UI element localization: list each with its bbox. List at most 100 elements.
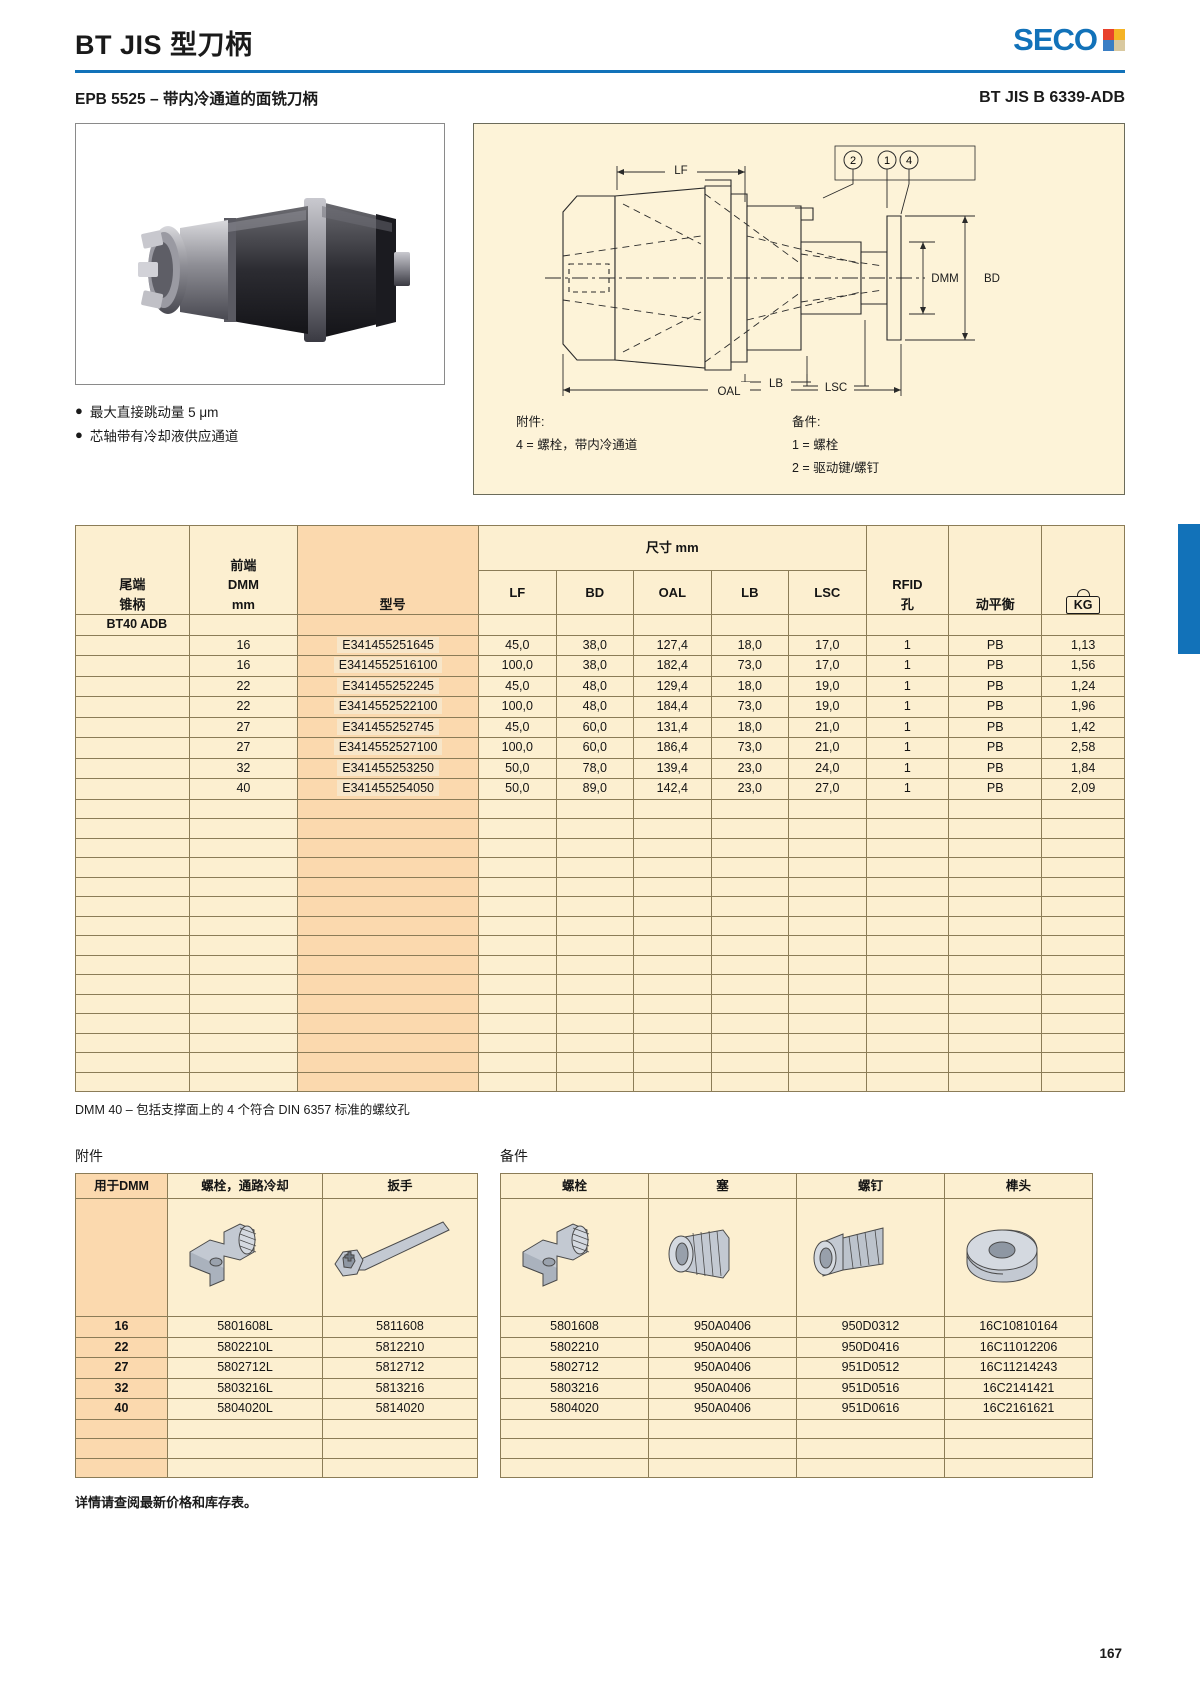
spare-parts-table: 螺栓 塞 螺钉 榫头 bbox=[500, 1173, 1093, 1478]
cell-lf: 45,0 bbox=[478, 675, 557, 697]
cell-empty bbox=[297, 1032, 480, 1053]
kg-label: KG bbox=[1065, 596, 1101, 614]
cell-dmm: 40 bbox=[75, 1398, 168, 1420]
cell-bolt: 5804020L bbox=[167, 1398, 323, 1420]
cell-empty bbox=[75, 993, 190, 1014]
cell-empty bbox=[188, 837, 299, 858]
cell-rfid: 1 bbox=[865, 655, 950, 677]
cell-lf: 45,0 bbox=[478, 716, 557, 738]
list-item-empty bbox=[500, 1418, 1093, 1439]
cell-empty bbox=[948, 896, 1043, 917]
th-oal: OAL bbox=[633, 570, 712, 615]
cell-dmm: 27 bbox=[188, 737, 299, 759]
cell-wrench: 5812712 bbox=[322, 1357, 478, 1379]
cell-balance: PB bbox=[948, 716, 1043, 738]
cell-empty bbox=[188, 915, 299, 936]
cell-empty bbox=[633, 798, 712, 819]
cell-empty bbox=[865, 614, 950, 636]
table-header: 尾端 锥柄 前端 DMM mm 型号 尺寸 mm RFID 孔 动平衡 bbox=[75, 525, 1125, 615]
th-shank: 尾端 锥柄 bbox=[75, 525, 190, 615]
th-acc-bolt: 螺栓，通路冷却 bbox=[167, 1173, 323, 1199]
table-row-empty bbox=[75, 935, 1125, 956]
table-row-empty bbox=[75, 798, 1125, 819]
cell-empty bbox=[1041, 857, 1125, 878]
cell-empty bbox=[865, 1071, 950, 1092]
cell-empty bbox=[633, 1013, 712, 1034]
cell-empty bbox=[1041, 974, 1125, 995]
cell-bd: 48,0 bbox=[555, 675, 635, 697]
cell-empty bbox=[633, 935, 712, 956]
legend-accessories-title: 附件: bbox=[516, 414, 545, 429]
cell-empty bbox=[788, 1013, 867, 1034]
cell-empty bbox=[865, 993, 950, 1014]
cell-empty bbox=[788, 896, 867, 917]
bolt-icon bbox=[189, 1222, 257, 1287]
dim-oal-label: OAL bbox=[717, 386, 741, 398]
cell-plug: 950A0406 bbox=[648, 1336, 797, 1358]
cell-empty bbox=[788, 1032, 867, 1053]
group-label: BT40 ADB bbox=[75, 614, 190, 636]
cell-bolt: 5802712L bbox=[167, 1357, 323, 1379]
cell-empty bbox=[788, 915, 867, 936]
cell-empty bbox=[865, 1032, 950, 1053]
table-row-empty bbox=[75, 1071, 1125, 1092]
cell-empty bbox=[75, 915, 190, 936]
cell-empty bbox=[478, 935, 557, 956]
cell-bd: 48,0 bbox=[555, 696, 635, 718]
cell-screw: 951D0616 bbox=[796, 1398, 945, 1420]
cell-empty bbox=[322, 1438, 478, 1459]
cell-empty bbox=[944, 1457, 1093, 1478]
spare-title: 备件 bbox=[500, 1148, 528, 1164]
page-title: BT JIS 型刀柄 bbox=[75, 30, 253, 60]
cell-empty bbox=[948, 876, 1043, 897]
cell-bd: 60,0 bbox=[555, 737, 635, 759]
cell-empty bbox=[648, 1457, 797, 1478]
cell-lsc: 19,0 bbox=[788, 696, 867, 718]
cell-empty bbox=[865, 915, 950, 936]
cell-empty bbox=[944, 1438, 1093, 1459]
header-row-top: 尾端 锥柄 前端 DMM mm 型号 尺寸 mm RFID 孔 动平衡 bbox=[75, 525, 1125, 615]
cell-empty bbox=[1041, 818, 1125, 839]
cell-shank bbox=[75, 778, 190, 800]
cell-empty bbox=[648, 1438, 797, 1459]
legend-spare-item: 2 = 驱动键/螺钉 bbox=[792, 460, 880, 475]
cell-balance: PB bbox=[948, 675, 1043, 697]
cell-plug: 950A0406 bbox=[648, 1357, 797, 1379]
table-row-empty bbox=[75, 876, 1125, 897]
cell-empty bbox=[555, 614, 635, 636]
cell-empty bbox=[788, 857, 867, 878]
cell-empty bbox=[633, 818, 712, 839]
acc-img-spacer bbox=[75, 1198, 168, 1317]
header-row-bottom: LF BD OAL LB LSC bbox=[76, 570, 1125, 615]
cell-bolt: 5803216 bbox=[500, 1377, 649, 1399]
balloon-2-label: 2 bbox=[850, 155, 856, 167]
cell-empty bbox=[75, 876, 190, 897]
cell-empty bbox=[555, 1052, 635, 1073]
legend-spare-item: 1 = 螺栓 bbox=[792, 437, 839, 452]
cell-empty bbox=[796, 1457, 945, 1478]
cell-lb: 18,0 bbox=[710, 675, 790, 697]
cell-bd: 89,0 bbox=[555, 778, 635, 800]
cell-tenon: 16C10810164 bbox=[944, 1316, 1093, 1338]
cell-empty bbox=[188, 857, 299, 878]
cell-empty bbox=[948, 614, 1043, 636]
